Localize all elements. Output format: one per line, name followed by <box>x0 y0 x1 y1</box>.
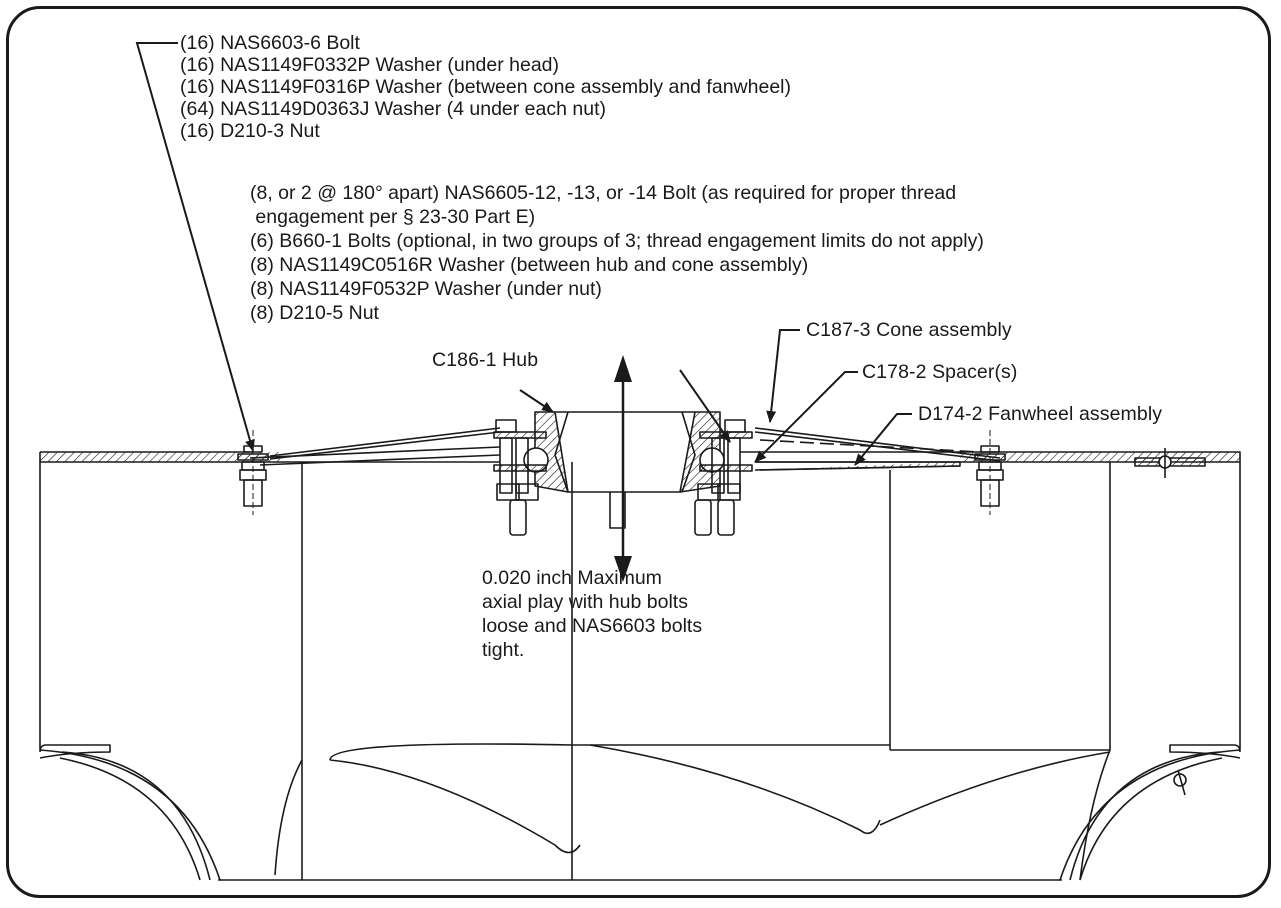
list-item: (64) NAS1149D0363J Washer (4 under each … <box>180 98 606 120</box>
leader-hub <box>519 389 554 413</box>
nas6603-bolt-right <box>974 430 1006 515</box>
note-line: tight. <box>482 639 525 661</box>
note-line: 0.020 inch Maximum <box>482 567 662 589</box>
hub-bolts-left <box>493 419 547 536</box>
spacer-label: C178-2 Spacer(s) <box>862 361 1018 383</box>
list-item: (6) B660-1 Bolts (optional, in two group… <box>250 230 984 252</box>
shroud-left <box>39 462 221 881</box>
rivet-right-bottom <box>1173 769 1187 796</box>
axial-play-arrow <box>614 355 632 582</box>
list-item: (16) NAS6603-6 Bolt <box>180 32 360 54</box>
bolt-group-a-list: (16) NAS6603-6 Bolt (16) NAS1149F0332P W… <box>180 32 791 142</box>
figure-frame <box>6 6 1271 898</box>
leader-cone <box>766 329 800 423</box>
fanwheel-backplate <box>39 446 1241 471</box>
leader-washer-under-nut <box>679 369 731 443</box>
hub-label: C186-1 Hub <box>432 349 539 371</box>
axial-play-note: 0.020 inch Maximum axial play with hub b… <box>482 566 702 662</box>
fanwheel-assembly-label: D174-2 Fanwheel assembly <box>918 403 1163 425</box>
list-item: (8) D210-5 Nut <box>250 302 379 324</box>
list-item: (8, or 2 @ 180° apart) NAS6605-12, -13, … <box>250 182 957 204</box>
cone-assembly-label: C187-3 Cone assembly <box>806 319 1012 341</box>
cone-assembly <box>269 427 1001 462</box>
list-item: (16) D210-3 Nut <box>180 120 320 142</box>
nas6603-bolt-left <box>237 430 269 515</box>
list-item: (16) NAS1149F0332P Washer (under head) <box>180 54 560 76</box>
list-item: engagement per § 23-30 Part E) <box>250 206 536 228</box>
list-item: (8) NAS1149F0532P Washer (under nut) <box>250 278 602 300</box>
note-line: axial play with hub bolts <box>482 591 688 613</box>
bolt-group-b-list: (8, or 2 @ 180° apart) NAS6605-12, -13, … <box>250 181 984 325</box>
list-item: (16) NAS1149F0316P Washer (between cone … <box>180 76 791 98</box>
shroud-right <box>1059 462 1241 881</box>
leader-fanwheel <box>854 413 912 466</box>
list-item: (8) NAS1149C0516R Washer (between hub an… <box>250 254 809 276</box>
leader-spacer <box>754 371 858 463</box>
note-line: loose and NAS6603 bolts <box>482 615 703 637</box>
leader-nas6603 <box>135 42 255 452</box>
rivet-right-top <box>1134 448 1206 478</box>
fan-blades <box>274 462 1111 881</box>
